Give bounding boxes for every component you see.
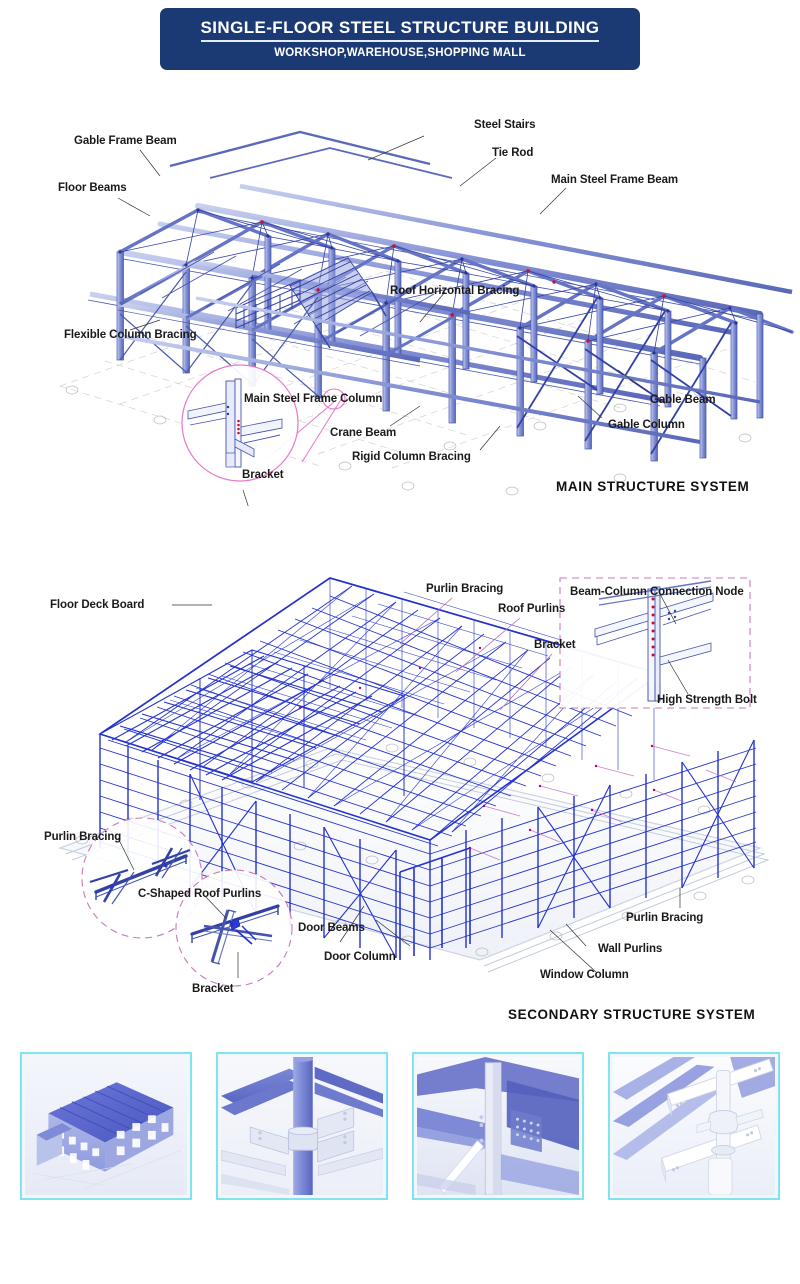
label-wall-purlins: Wall Purlins <box>598 943 663 955</box>
label-high-strength-bolt: High Strength Bolt <box>657 694 757 706</box>
bracket-detail-callout <box>181 364 346 506</box>
banner-title: SINGLE-FLOOR STEEL STRUCTURE BUILDING <box>200 19 600 42</box>
main-structure-svg <box>59 130 794 506</box>
leader-lines-pink <box>399 597 553 711</box>
label-rigid-column-bracing: Rigid Column Bracing <box>352 451 471 463</box>
thumbnail-purlin-connection[interactable] <box>608 1052 780 1200</box>
label-tie-rod: Tie Rod <box>492 147 534 159</box>
photo-thumbnail-strip <box>0 1052 800 1212</box>
leader-lines-2 <box>172 604 681 973</box>
header-banner: SINGLE-FLOOR STEEL STRUCTURE BUILDING WO… <box>160 8 640 70</box>
thumbnail-beam-gusset-plate-image <box>417 1057 579 1195</box>
grid-bubbles <box>65 385 752 496</box>
label-bracket-purlin-detail: Bracket <box>192 983 234 995</box>
thumbnail-building-overview[interactable] <box>20 1052 192 1200</box>
label-door-beams: Door Beams <box>298 922 365 934</box>
back-frames <box>169 130 453 179</box>
label-main-steel-frame-column: Main Steel Frame Column <box>244 393 383 405</box>
secondary-structure-caption: SECONDARY STRUCTURE SYSTEM <box>508 1007 756 1022</box>
leader-lines <box>117 135 649 451</box>
thumbnail-column-beam-clamp[interactable] <box>216 1052 388 1200</box>
purlin-nodes <box>298 646 656 850</box>
c-purlin-detail-callout <box>175 869 293 987</box>
main-structure-diagram <box>0 86 800 506</box>
main-structure-caption: MAIN STRUCTURE SYSTEM <box>556 479 750 494</box>
thumbnail-beam-gusset-plate[interactable] <box>412 1052 584 1200</box>
label-beam-column-connection-node: Beam-Column Connection Node <box>570 586 744 598</box>
label-door-column: Door Column <box>324 951 396 963</box>
label-gable-column: Gable Column <box>608 419 685 431</box>
label-steel-stairs: Steel Stairs <box>474 119 536 131</box>
roof-horizontal-bracing <box>119 209 793 354</box>
label-roof-purlins: Roof Purlins <box>498 603 566 615</box>
tie-rods <box>264 235 669 312</box>
thumbnail-column-beam-clamp-image <box>221 1057 383 1195</box>
label-flexible-column-bracing: Flexible Column Bracing <box>64 329 197 341</box>
label-gable-beam: Gable Beam <box>650 394 716 406</box>
label-roof-horizontal-bracing: Roof Horizontal Bracing <box>390 285 520 297</box>
label-purlin-bracing-detail: Purlin Bracing <box>44 831 122 843</box>
secondary-structure-svg <box>58 577 770 987</box>
label-gable-frame-beam: Gable Frame Beam <box>74 135 177 147</box>
thumbnail-building-overview-image <box>25 1057 187 1195</box>
banner-subtitle: WORKSHOP,WAREHOUSE,SHOPPING MALL <box>274 46 526 59</box>
label-window-column: Window Column <box>540 969 629 981</box>
secondary-structure-diagram <box>0 548 800 1018</box>
label-crane-beam: Crane Beam <box>330 427 397 439</box>
purlin-bracing-detail-callout <box>81 817 203 939</box>
label-purlin-bracing-top: Purlin Bracing <box>426 583 504 595</box>
label-c-shaped-roof-purlins: C-Shaped Roof Purlins <box>138 888 262 900</box>
label-floor-beams: Floor Beams <box>58 182 127 194</box>
label-floor-deck-board: Floor Deck Board <box>50 599 145 611</box>
bolt-markers <box>260 220 666 343</box>
thumbnail-purlin-connection-image <box>613 1057 775 1195</box>
label-main-steel-frame-beam: Main Steel Frame Beam <box>551 174 679 186</box>
beam-column-connection-detail <box>559 577 751 709</box>
purlin-bracing-accents <box>469 745 737 861</box>
label-purlin-bracing-right: Purlin Bracing <box>626 912 704 924</box>
crane-beams <box>119 296 761 444</box>
label-bracket-detail: Bracket <box>242 469 284 481</box>
label-bracket-secondary: Bracket <box>534 639 576 651</box>
